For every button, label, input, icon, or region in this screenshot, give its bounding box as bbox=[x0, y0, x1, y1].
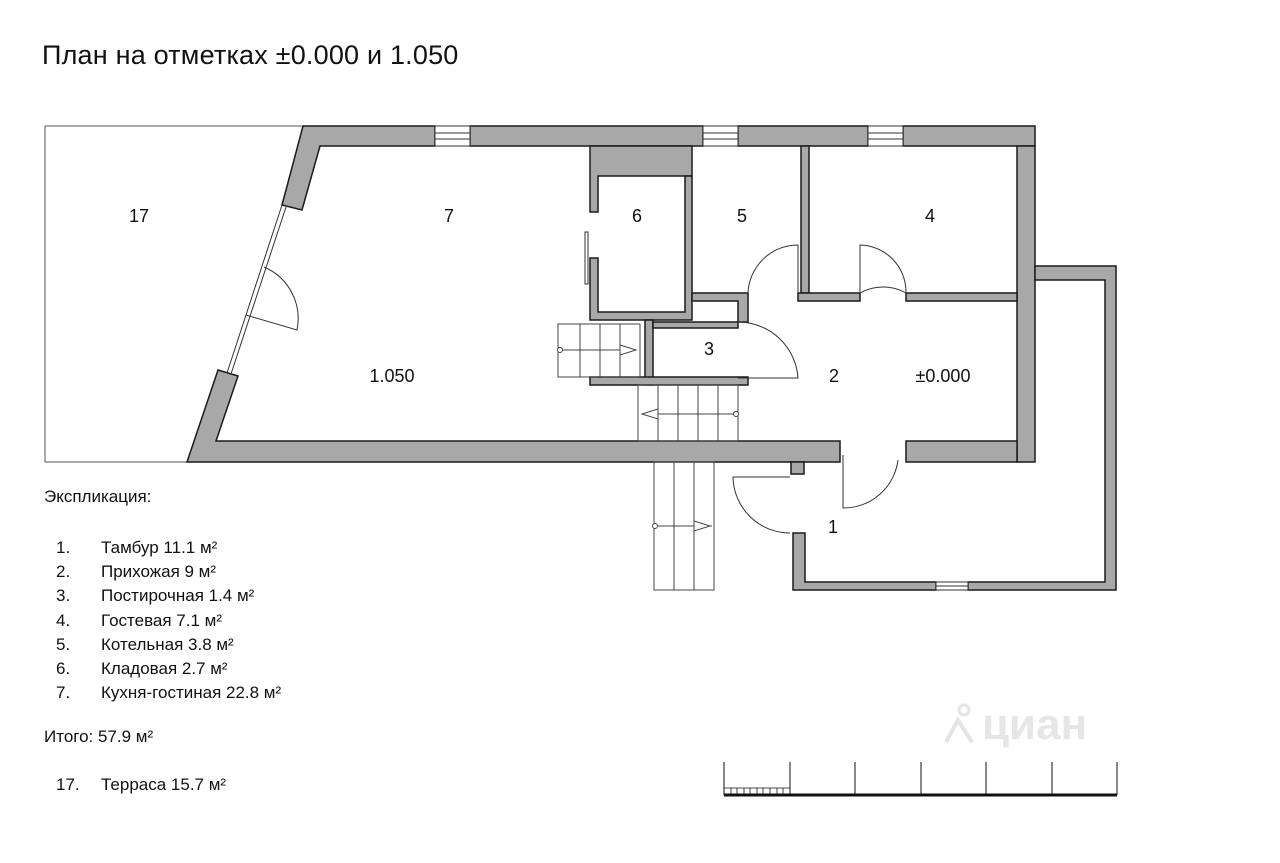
room-3-label: 3 bbox=[704, 339, 714, 359]
item-number: 3. bbox=[56, 586, 71, 606]
list-item: 3. Постирочная 1.4 м² bbox=[56, 584, 281, 608]
item-text: Тамбур 11.1 м² bbox=[101, 538, 218, 557]
item-number: 6. bbox=[56, 658, 71, 678]
item-text: Кухня-гостиная 22.8 м² bbox=[101, 683, 282, 703]
scale-bar bbox=[723, 762, 1118, 797]
item-number: 1. bbox=[56, 538, 71, 557]
terrace-outline bbox=[44, 125, 303, 463]
item-text: Котельная 3.8 м² bbox=[101, 634, 234, 654]
item-number: 2. bbox=[56, 562, 71, 582]
room-4-label: 4 bbox=[925, 206, 935, 226]
explication-heading: Экспликация: bbox=[44, 487, 152, 506]
item-text: Прихожая 9 м² bbox=[101, 562, 217, 582]
watermark-text: циан bbox=[982, 700, 1088, 749]
room-1-label: 1 bbox=[828, 517, 838, 537]
item-text: Терраса 15.7 м² bbox=[101, 775, 227, 794]
item-text: Гостевая 7.1 м² bbox=[101, 610, 223, 630]
item-number: 17. bbox=[56, 775, 80, 794]
list-item: 7. Кухня-гостиная 22.8 м² bbox=[56, 681, 281, 705]
level-kitchen-label: 1.050 bbox=[369, 366, 414, 386]
room-17-label: 17 bbox=[129, 206, 149, 226]
walls bbox=[185, 125, 1117, 591]
stairs bbox=[557, 323, 739, 591]
list-item: 2. Прихожая 9 м² bbox=[56, 560, 281, 584]
room-5-label: 5 bbox=[737, 206, 747, 226]
list-item: 1. Тамбур 11.1 м² bbox=[56, 536, 281, 560]
watermark-logo-icon bbox=[944, 703, 974, 744]
terrace-door-swing bbox=[245, 266, 299, 331]
windows bbox=[434, 125, 969, 591]
item-number: 4. bbox=[56, 610, 71, 630]
item-text: Кладовая 2.7 м² bbox=[101, 658, 228, 678]
level-hall-label: ±0.000 bbox=[916, 366, 971, 386]
item-number: 5. bbox=[56, 634, 71, 654]
list-item: 5. Котельная 3.8 м² bbox=[56, 633, 281, 657]
explication-list: 1. Тамбур 11.1 м² 2. Прихожая 9 м² 3. Пости… bbox=[56, 536, 281, 705]
room-7-label: 7 bbox=[444, 206, 454, 226]
item-text: Постирочная 1.4 м² bbox=[101, 586, 255, 606]
list-item: 6. Кладовая 2.7 м² bbox=[56, 657, 281, 681]
page-title: План на отметках ±0.000 и 1.050 bbox=[42, 40, 459, 70]
room-6-label: 6 bbox=[632, 206, 642, 226]
terrace-item: 17. Терраса 15.7 м² bbox=[56, 775, 226, 795]
area-total: Итого: 57.9 м² bbox=[44, 727, 154, 746]
item-number: 7. bbox=[56, 683, 71, 703]
room-2-label: 2 bbox=[829, 366, 839, 386]
list-item: 4. Гостевая 7.1 м² bbox=[56, 609, 281, 633]
